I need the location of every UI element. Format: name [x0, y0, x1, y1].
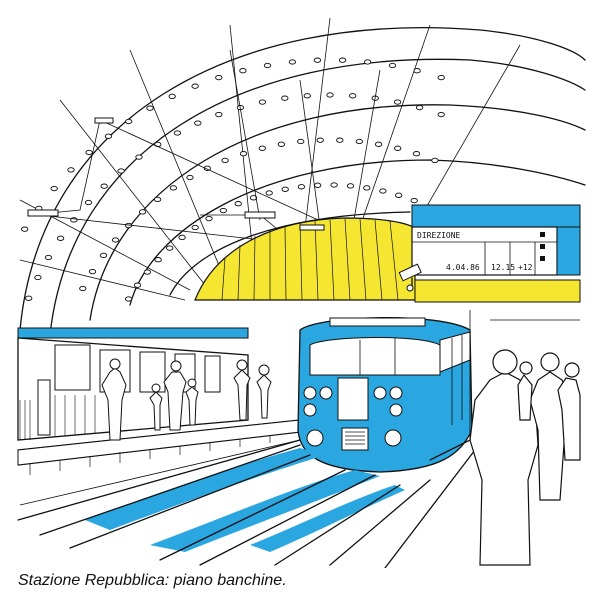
station-illustration: DIREZIONE 4.04.86 12.15 +12	[17, 17, 586, 568]
rivet	[221, 157, 229, 164]
rivet	[379, 188, 387, 194]
rivet	[56, 235, 65, 241]
rivet	[191, 83, 199, 89]
rivet	[349, 93, 357, 99]
rivet	[99, 252, 108, 259]
rivet	[111, 237, 120, 243]
rivet	[194, 120, 202, 126]
rivet	[219, 207, 227, 214]
rivet	[124, 296, 133, 302]
right-yellow-band	[414, 279, 581, 303]
yellow-tunnel-hatching	[221, 218, 399, 301]
rivet	[168, 93, 176, 100]
rivet	[326, 92, 334, 98]
rivet	[395, 192, 403, 198]
rivet	[25, 295, 33, 301]
rivet	[173, 130, 182, 136]
rivet	[338, 57, 347, 63]
rivet	[258, 145, 266, 151]
sign-extra: +12	[518, 263, 533, 272]
rivet	[363, 185, 371, 191]
passengers-right	[469, 349, 581, 566]
rivet	[203, 165, 211, 171]
rivet	[143, 269, 152, 275]
rivet	[313, 57, 322, 63]
rivet	[104, 133, 113, 139]
ceiling-rivets	[21, 57, 448, 302]
sign-time: 12.15	[491, 263, 515, 272]
rivet	[437, 74, 445, 81]
rivet	[133, 282, 142, 288]
rivet	[191, 224, 199, 231]
rivet	[314, 182, 322, 188]
rivet	[50, 185, 58, 192]
rivet	[234, 201, 242, 207]
rivet	[374, 141, 383, 147]
rivet	[239, 151, 248, 157]
rivet	[437, 111, 445, 118]
tracks	[19, 439, 431, 566]
rivet	[303, 93, 311, 99]
rivet	[410, 197, 418, 204]
rivet	[154, 141, 162, 148]
rivet	[363, 59, 372, 65]
rivet	[67, 167, 75, 173]
rivet	[34, 274, 42, 281]
rivet	[277, 141, 286, 147]
rivet	[125, 118, 133, 125]
metro-train	[297, 316, 473, 473]
rivet	[263, 62, 272, 69]
rivet	[412, 151, 421, 157]
rivet	[153, 196, 162, 203]
rivet	[394, 145, 402, 151]
direction-sign: DIREZIONE 4.04.86 12.15 +12	[411, 204, 581, 276]
camera-icon	[398, 263, 422, 292]
rivet	[265, 190, 273, 196]
rivet	[215, 111, 223, 118]
rivet	[44, 254, 53, 261]
rivet	[169, 185, 178, 191]
rivet	[297, 138, 305, 145]
rivet	[239, 68, 247, 74]
rivet	[146, 105, 154, 111]
rivet	[186, 174, 194, 181]
rivet	[205, 215, 213, 222]
rivet	[297, 184, 306, 190]
rivet	[79, 285, 87, 292]
rivet	[138, 209, 147, 215]
rivet	[100, 183, 108, 189]
yellow-tunnel-mouth	[194, 217, 416, 301]
rivet	[336, 137, 344, 143]
rivet	[413, 68, 421, 74]
rivet	[415, 104, 424, 111]
left-platform-wall	[17, 327, 249, 441]
rivet	[355, 138, 363, 145]
rivet	[154, 257, 162, 263]
rivet	[281, 186, 289, 192]
rivet	[346, 183, 355, 189]
rivet	[84, 199, 93, 206]
rivet	[85, 149, 93, 156]
passengers-left	[101, 358, 272, 441]
rivet	[431, 157, 439, 164]
rivet	[215, 74, 223, 81]
rivet	[135, 154, 143, 160]
rivet	[393, 99, 402, 105]
rivet	[316, 137, 324, 143]
sign-heading: DIREZIONE	[417, 231, 461, 240]
rivet	[178, 234, 186, 241]
rivet	[330, 182, 338, 188]
rivet	[288, 59, 297, 65]
rivet	[258, 99, 267, 105]
rivet	[21, 226, 29, 232]
sign-date: 4.04.86	[446, 263, 480, 272]
rivet	[388, 62, 397, 69]
rivet	[281, 95, 289, 101]
caption: Stazione Repubblica: piano banchine.	[18, 572, 287, 589]
rivet	[117, 168, 125, 174]
rivet	[88, 268, 97, 275]
ceiling-lamps	[27, 117, 325, 231]
rivet	[249, 195, 258, 201]
rivet	[166, 245, 174, 251]
